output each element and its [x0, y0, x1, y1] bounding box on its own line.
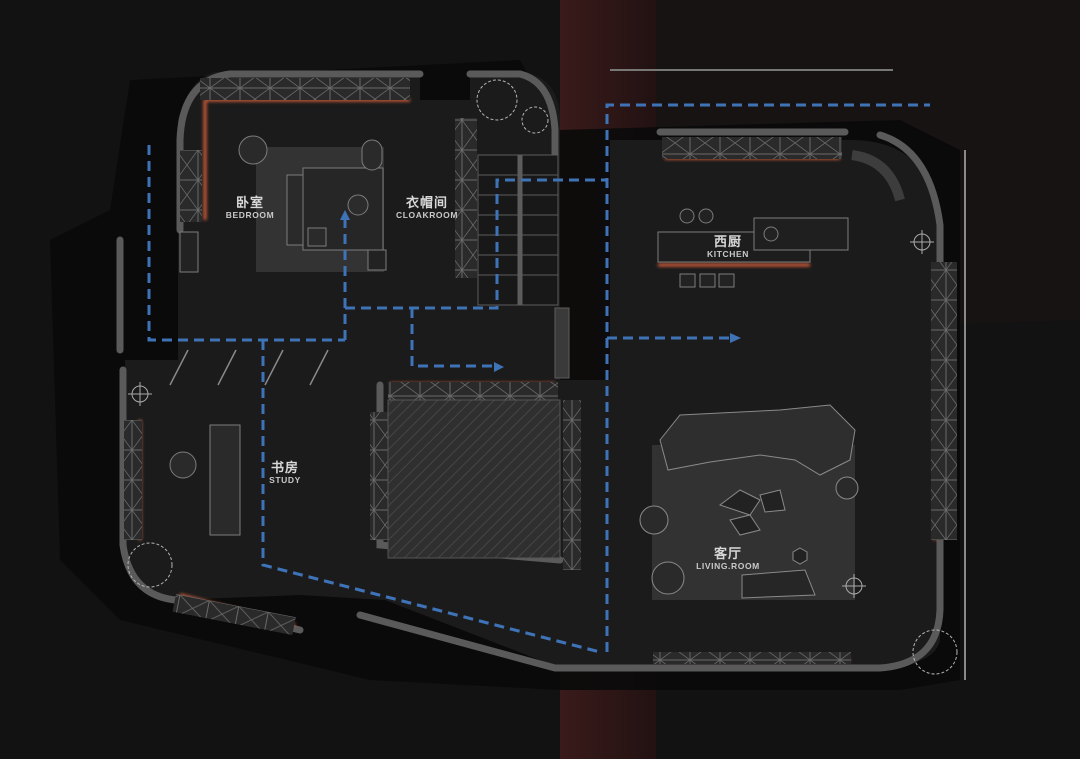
- glass-partition: [169, 349, 329, 386]
- route-arrow-icon: [340, 210, 741, 372]
- kitchen-furniture: [657, 208, 849, 288]
- living-furniture: [639, 404, 859, 600]
- room-name-zh: 客厅: [713, 546, 742, 561]
- room-name-zh: 西厨: [713, 234, 742, 249]
- bedroom-furniture: [179, 135, 387, 273]
- room-name-en: BEDROOM: [225, 209, 275, 220]
- hatched-void: [387, 399, 561, 559]
- room-name-zh: 书房: [270, 460, 299, 475]
- fixture-marker: [128, 230, 934, 598]
- room-label-cloakroom: 衣帽间 CLOAKROOM: [384, 195, 470, 221]
- room-label-study: 书房 STUDY: [255, 460, 315, 486]
- walls: [116, 70, 944, 672]
- staircase: [477, 154, 570, 379]
- room-name-en: KITCHEN: [707, 248, 749, 259]
- room-name-zh: 衣帽间: [405, 195, 448, 210]
- room-label-living: 客厅 LIVING.ROOM: [686, 546, 770, 572]
- room-label-bedroom: 卧室 BEDROOM: [214, 195, 286, 221]
- room-name-en: LIVING.ROOM: [696, 560, 760, 571]
- room-name-en: CLOAKROOM: [395, 209, 459, 220]
- plant-icon: [127, 79, 958, 675]
- room-name-zh: 卧室: [235, 195, 264, 210]
- cabinets: [124, 78, 957, 664]
- room-label-kitchen: 西厨 KITCHEN: [696, 234, 760, 260]
- circulation-route: [147, 103, 930, 654]
- study-furniture: [169, 424, 241, 536]
- room-name-en: STUDY: [269, 474, 301, 485]
